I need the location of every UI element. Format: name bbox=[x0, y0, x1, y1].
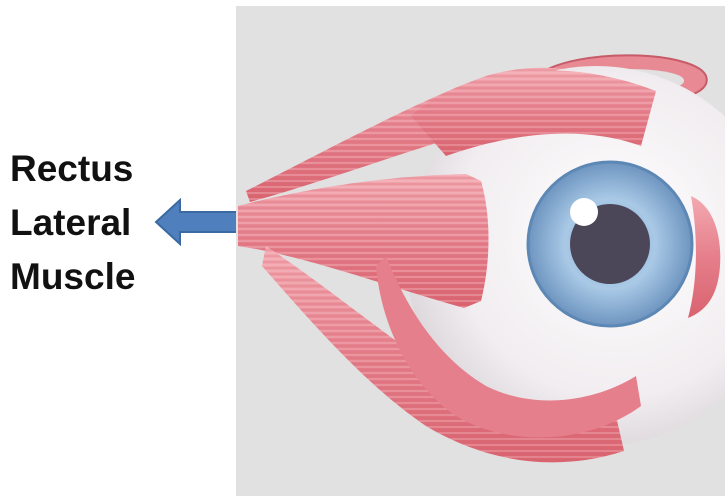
muscle-label: Rectus Lateral Muscle bbox=[10, 142, 135, 304]
label-line-3: Muscle bbox=[10, 250, 135, 304]
pupil-highlight bbox=[570, 198, 598, 226]
eye-muscle-illustration bbox=[236, 6, 725, 496]
label-line-2: Lateral bbox=[10, 196, 135, 250]
label-line-1: Rectus bbox=[10, 142, 135, 196]
